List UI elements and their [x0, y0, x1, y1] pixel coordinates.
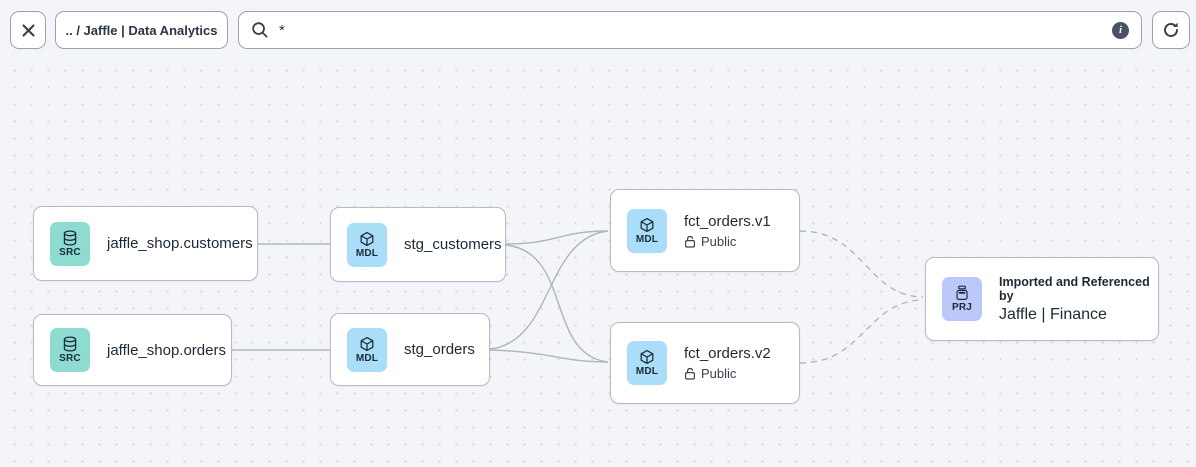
breadcrumb-label: .. / Jaffle | Data Analytics [65, 22, 218, 38]
cube-icon [360, 336, 374, 351]
source-badge: SRC [50, 221, 90, 266]
node-title: stg_orders [404, 341, 475, 358]
refresh-button[interactable] [1152, 11, 1190, 49]
close-icon [21, 23, 35, 37]
node-source-jaffle-shop-orders[interactable]: SRC jaffle_shop.orders [33, 314, 232, 386]
search-input[interactable] [279, 21, 1112, 39]
cube-icon [360, 231, 374, 246]
project-caption: Imported and Referenced by [999, 274, 1150, 303]
node-text-block: fct_orders.v1 Public [684, 213, 771, 249]
project-badge: PRJ [942, 277, 982, 321]
node-title: Jaffle | Finance [999, 305, 1107, 323]
node-source-jaffle-shop-customers[interactable]: SRC jaffle_shop.customers [33, 206, 258, 281]
node-model-fct-orders-v2[interactable]: MDL fct_orders.v2 Public [610, 322, 800, 404]
badge-type-label: PRJ [951, 302, 973, 313]
database-icon [63, 336, 77, 352]
source-badge: SRC [50, 328, 90, 372]
node-title: fct_orders.v1 [684, 212, 771, 230]
refresh-icon [1164, 22, 1178, 37]
model-badge: MDL [347, 327, 387, 372]
node-title: jaffle_shop.orders [107, 341, 226, 359]
access-row: Public [684, 366, 771, 381]
info-icon[interactable]: i [1112, 21, 1129, 39]
model-badge: MDL [347, 222, 387, 267]
search-box[interactable]: i [238, 11, 1142, 49]
node-title: jaffle_shop.customers [107, 235, 253, 252]
model-badge: MDL [627, 341, 667, 385]
badge-type-label: MDL [355, 247, 379, 259]
archive-icon [956, 285, 968, 301]
unlock-icon [685, 235, 696, 248]
node-project-jaffle-finance[interactable]: PRJ Imported and Referenced by Jaffle | … [925, 257, 1159, 341]
badge-type-label: SRC [59, 353, 81, 364]
badge-type-label: MDL [635, 366, 659, 377]
toolbar: .. / Jaffle | Data Analytics i [0, 0, 1196, 58]
node-title: fct_orders.v2 [684, 345, 771, 362]
node-title: stg_customers [404, 236, 502, 253]
access-row: Public [684, 234, 771, 249]
model-badge: MDL [627, 208, 667, 253]
node-model-stg-orders[interactable]: MDL stg_orders [330, 313, 490, 386]
badge-type-label: MDL [635, 233, 659, 245]
badge-type-label: MDL [355, 352, 379, 364]
node-text-block: fct_orders.v2 Public [684, 345, 771, 381]
node-text-block: Imported and Referenced by Jaffle | Fina… [999, 275, 1158, 324]
badge-type-label: SRC [59, 246, 81, 258]
access-label: Public [701, 233, 737, 249]
database-icon [63, 229, 77, 246]
access-label: Public [701, 366, 737, 381]
unlock-icon [685, 367, 696, 380]
node-model-fct-orders-v1[interactable]: MDL fct_orders.v1 Public [610, 189, 800, 272]
breadcrumb[interactable]: .. / Jaffle | Data Analytics [55, 11, 228, 49]
cube-icon [640, 217, 654, 232]
close-button[interactable] [10, 11, 46, 49]
search-icon [252, 22, 268, 38]
node-model-stg-customers[interactable]: MDL stg_customers [330, 207, 506, 282]
cube-icon [640, 349, 654, 365]
